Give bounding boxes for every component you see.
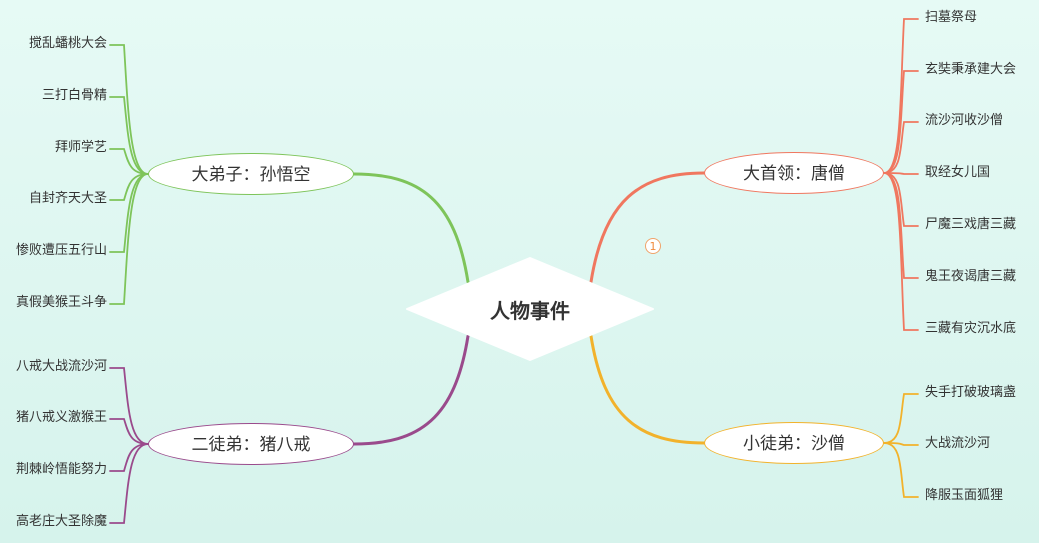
fan-line-sun-3 [109,148,149,175]
fan-line-sun-5 [109,173,149,253]
leaf-tang-2[interactable]: 玄奘秉承建大会 [925,62,1017,77]
fan-line-sun-4 [109,173,149,201]
leaf-tang-6[interactable]: 鬼王夜谒唐三藏 [925,269,1017,284]
central-topic-diamond [406,257,654,361]
leaf-sha-1[interactable]: 失手打破玻璃盏 [925,385,1017,400]
fan-line-sha-2 [883,442,919,446]
leaf-sun-5[interactable]: 惨败遭压五行山 [15,243,107,258]
branch-zhu-bajie[interactable]: 二徒弟：猪八戒 [148,423,354,465]
fan-line-sun-2 [109,96,149,175]
fan-line-zhu-2 [109,418,149,445]
fan-line-sha-3 [883,442,919,498]
leaf-zhu-3[interactable]: 荆棘岭悟能努力 [15,462,107,477]
comment-marker-icon[interactable]: 1 [645,238,661,254]
leaf-tang-1[interactable]: 扫墓祭母 [925,10,978,25]
fan-line-sun-1 [109,44,149,175]
leaf-sun-6[interactable]: 真假美猴王斗争 [15,295,107,310]
leaf-zhu-4[interactable]: 高老庄大圣除魔 [15,514,107,529]
fan-line-tang-4 [883,172,919,175]
leaf-tang-3[interactable]: 流沙河收沙僧 [925,113,1004,128]
central-topic[interactable]: 人物事件 [405,256,655,362]
fan-line-sha-1 [883,393,919,444]
fan-line-zhu-4 [109,443,149,524]
leaf-tang-7[interactable]: 三藏有灾沉水底 [925,321,1017,336]
trunk-line-sha [589,334,706,445]
fan-line-tang-3 [883,121,919,174]
branch-sha-seng[interactable]: 小徒弟：沙僧 [704,422,884,464]
leaf-tang-5[interactable]: 尸魔三戏唐三藏 [925,217,1017,232]
branch-sun-wukong[interactable]: 大弟子：孙悟空 [148,153,354,195]
fan-line-zhu-3 [109,443,149,472]
trunk-line-tang [589,171,706,284]
trunk-line-sun [352,172,470,284]
fan-line-tang-5 [883,172,919,227]
leaf-sun-4[interactable]: 自封齐天大圣 [28,191,107,206]
leaf-zhu-2[interactable]: 猪八戒义激猴王 [15,410,107,425]
fan-line-tang-2 [883,70,919,174]
leaf-sun-2[interactable]: 三打白骨精 [41,88,107,103]
leaf-sun-1[interactable]: 搅乱蟠桃大会 [28,36,107,51]
fan-line-zhu-1 [109,367,149,445]
fan-line-tang-6 [883,172,919,279]
central-topic-label: 人物事件 [490,298,570,323]
leaf-tang-4[interactable]: 取经女儿国 [925,165,991,180]
fan-line-tang-1 [883,18,919,174]
leaf-sha-3[interactable]: 降服玉面狐狸 [925,488,1004,503]
branch-tang-seng[interactable]: 大首领：唐僧 [704,152,884,194]
leaf-zhu-1[interactable]: 八戒大战流沙河 [15,359,107,374]
trunk-line-zhu [352,334,470,446]
leaf-sha-2[interactable]: 大战流沙河 [925,436,991,451]
fan-line-tang-7 [883,172,919,331]
leaf-sun-3[interactable]: 拜师学艺 [54,140,107,155]
fan-line-sun-6 [109,173,149,305]
